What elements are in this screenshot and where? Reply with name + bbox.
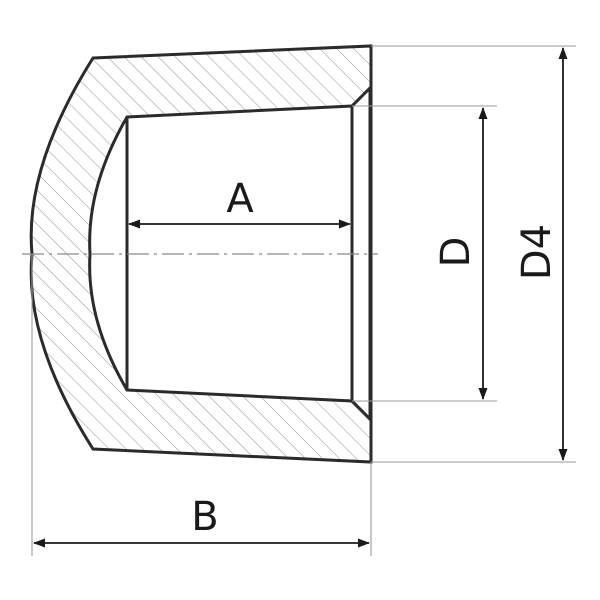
label-a: A — [226, 176, 254, 222]
label-d4: D4 — [514, 224, 560, 280]
dimension-lines — [33, 47, 568, 548]
label-d: D — [433, 237, 479, 268]
extension-lines — [31, 45, 576, 556]
label-b: B — [191, 494, 218, 540]
